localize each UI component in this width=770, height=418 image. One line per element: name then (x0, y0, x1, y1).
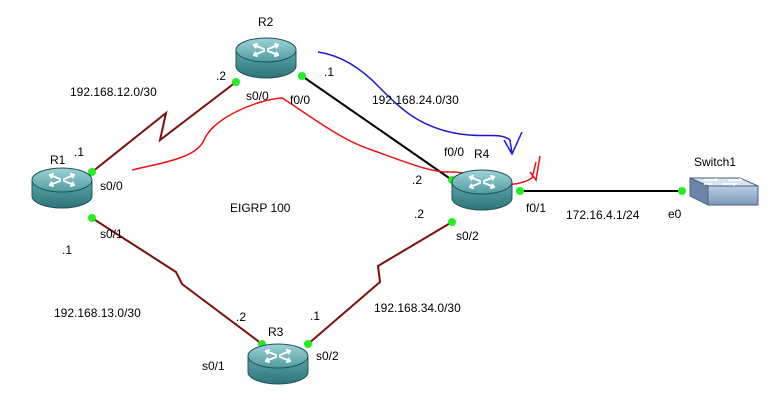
interface-r2-s00: s0/0 (246, 89, 269, 103)
serial-link-r1-r3 (91, 217, 263, 345)
router-r1[interactable]: R1 (31, 153, 93, 209)
interface-r3-s02: s0/2 (316, 349, 339, 363)
links (91, 75, 682, 345)
serial-link-r1-r2 (91, 81, 237, 173)
router-r4[interactable]: R4 (451, 147, 513, 211)
router-label: R3 (268, 325, 284, 339)
switch-label: Switch1 (694, 155, 736, 169)
router-label: R1 (50, 153, 66, 167)
host-id-r2-r1: .2 (216, 69, 226, 83)
router-icon (247, 343, 309, 385)
port-r2-s00 (232, 78, 240, 86)
host-id-r1-r2: .1 (74, 145, 84, 159)
host-id-r2-r4: .1 (324, 65, 334, 79)
network-r2-r4: 192.168.24.0/30 (372, 93, 459, 107)
port-r4-f01 (516, 187, 524, 195)
protocol-label: EIGRP 100 (230, 201, 291, 215)
host-id-r4-r3: .2 (414, 207, 424, 221)
interface-r3-s01: s0/1 (202, 359, 225, 373)
network-r1-r2: 192.168.12.0/30 (70, 85, 157, 99)
network-r3-r4: 192.168.34.0/30 (374, 301, 461, 315)
interface-switch-e0: e0 (668, 207, 682, 221)
host-id-r4-r2: .2 (412, 173, 422, 187)
network-r4-lan: 172.16.4.1/24 (566, 208, 640, 222)
port-r2-f00 (298, 72, 306, 80)
port-switch-e0 (678, 187, 686, 195)
switch-icon (689, 177, 759, 206)
router-icon (451, 169, 513, 211)
port-r1-s01 (88, 214, 96, 222)
host-id-r1-r3: .1 (62, 243, 72, 257)
host-id-r3-r1: .2 (236, 310, 246, 324)
router-r2[interactable]: R2 (235, 15, 297, 79)
port-r4-s02 (448, 218, 456, 226)
router-r3[interactable]: R3 (247, 325, 309, 385)
port-r3-s02 (304, 340, 312, 348)
serial-link-r3-r4 (307, 221, 453, 345)
host-id-r3-r4: .1 (310, 309, 320, 323)
port-dots (88, 72, 686, 348)
port-r1-s00 (88, 168, 96, 176)
ethernet-link-r2-r4 (301, 75, 453, 181)
interface-r1-s01: s0/1 (100, 227, 123, 241)
interface-r4-f01: f0/1 (526, 201, 546, 215)
router-label: R4 (474, 147, 490, 161)
router-icon (235, 37, 297, 79)
interface-r1-s00: s0/0 (100, 179, 123, 193)
router-icon (31, 167, 93, 209)
network-r1-r3: 192.168.13.0/30 (54, 306, 141, 320)
router-label: R2 (258, 15, 274, 29)
interface-r4-f00: f0/0 (444, 145, 464, 159)
blue-annotation-arrow (317, 51, 523, 156)
interface-r4-s02: s0/2 (456, 229, 479, 243)
switch-1[interactable]: Switch1 (689, 155, 759, 206)
interface-r2-f00: f0/0 (290, 93, 310, 107)
